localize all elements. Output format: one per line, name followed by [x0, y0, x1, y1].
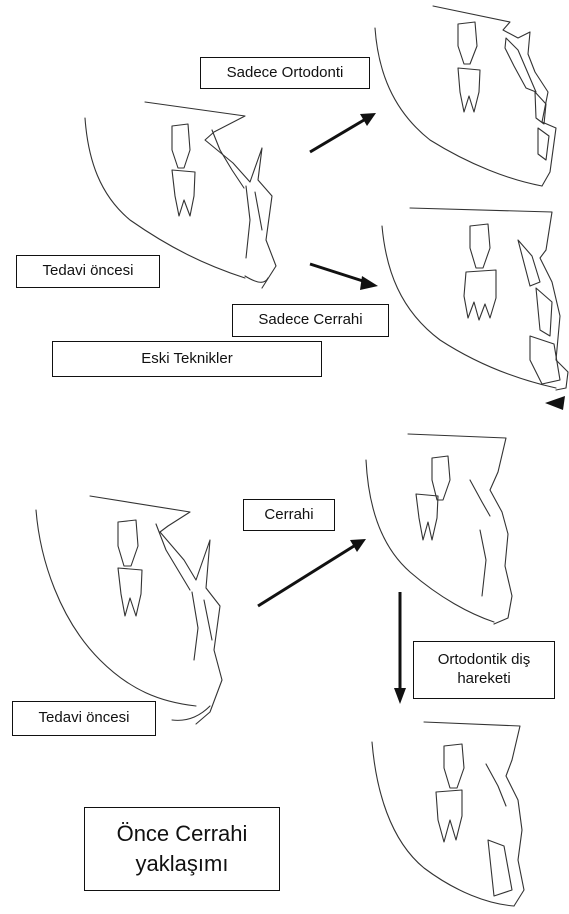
arrow-to-ortho-movement	[394, 592, 406, 704]
label-ortho-movement-line2: hareketi	[457, 670, 510, 689]
label-ortho-movement-line1: Ortodontik diş	[438, 651, 531, 670]
label-old-techniques: Eski Teknikler	[52, 341, 322, 377]
label-before-bottom: Tedavi öncesi	[12, 701, 156, 736]
ortho-only-sketch	[375, 6, 556, 186]
label-surgery-first-line1: Önce Cerrahi	[117, 819, 248, 849]
label-before-top: Tedavi öncesi	[16, 255, 160, 288]
label-ortho-movement: Ortodontik diş hareketi	[413, 641, 555, 699]
label-surgery-only: Sadece Cerrahi	[232, 304, 389, 337]
bottom-pretreatment-sketch	[36, 496, 222, 724]
label-surgery-first: Önce Cerrahi yaklaşımı	[84, 807, 280, 891]
after-ortho-sketch	[372, 722, 524, 906]
surgery-only-sketch	[382, 208, 568, 410]
label-surgery-first-line2: yaklaşımı	[136, 849, 229, 879]
arrow-to-ortho-only	[310, 113, 376, 152]
arrow-to-surgery-only	[310, 264, 378, 290]
arrow-to-surgery	[258, 539, 366, 606]
label-ortho-only: Sadece Ortodonti	[200, 57, 370, 89]
label-surgery: Cerrahi	[243, 499, 335, 531]
after-surgery-sketch	[366, 434, 512, 624]
